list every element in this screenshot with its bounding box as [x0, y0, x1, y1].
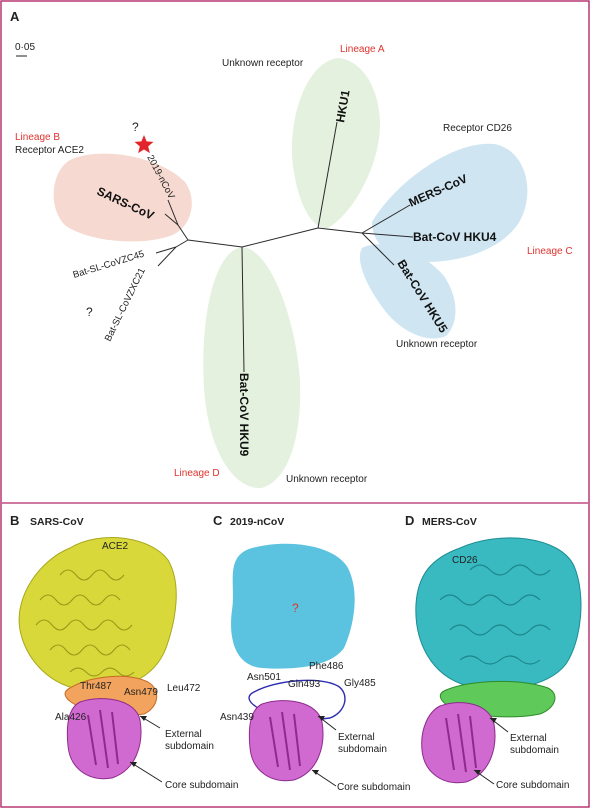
phe486-label: Phe486 [309, 661, 344, 672]
branch-backbone-left [187, 239, 243, 248]
ace2-label: ACE2 [102, 541, 129, 552]
ace2-structure [18, 537, 177, 691]
panel-c: C 2019-nCoV ? Phe486 Asn501 Gln493 Gly48… [213, 513, 410, 793]
unknown-receptor-shape [231, 543, 355, 669]
receptor-question-mark: ? [292, 601, 299, 615]
phylogenetic-tree [155, 121, 414, 373]
star-icon [134, 135, 154, 154]
asn439-label: Asn439 [220, 712, 254, 723]
external-subdomain-c [248, 679, 346, 720]
external-arrowhead-d [490, 718, 497, 723]
taxon-zxc21: Bat-SL-CoVZXC21 [103, 266, 148, 343]
asn501-label: Asn501 [247, 672, 281, 683]
question-mark-1: ? [132, 120, 139, 134]
external-arrowhead-b [140, 716, 147, 721]
branch-sars [164, 213, 179, 226]
gln493-label: Gln493 [288, 679, 321, 690]
panel-b-title: SARS-CoV [30, 516, 84, 528]
question-mark-2: ? [86, 305, 93, 319]
core-arrowhead-d [474, 770, 481, 775]
external-label-c-1: External [338, 732, 375, 743]
clade-b-blob [53, 153, 192, 242]
panel-d: D MERS-CoV CD26 External subdomain Core … [405, 513, 582, 791]
panel-b-letter: B [10, 513, 19, 528]
lineage-b-label: Lineage B [15, 132, 60, 143]
branch-sars-group [177, 224, 189, 241]
receptor-ace2-label: Receptor ACE2 [15, 145, 84, 156]
ace2-body [18, 537, 177, 691]
core-arrowhead-c [312, 770, 319, 775]
external-label-c-2: subdomain [338, 744, 387, 755]
panel-b: B SARS-CoV ACE2 Thr487 Asn479 Leu472 Ala… [10, 513, 238, 791]
branch-ncov [167, 199, 179, 226]
clade-a-blob [291, 58, 380, 229]
external-label-d-2: subdomain [510, 745, 559, 756]
branch-hku4 [361, 232, 414, 238]
unknown-receptor-d-label: Unknown receptor [286, 474, 368, 485]
ala426-label: Ala426 [55, 712, 87, 723]
taxon-hku9: Bat-CoV HKU9 [237, 373, 251, 457]
scale-label: 0·05 [15, 42, 35, 53]
core-subdomain-d [421, 702, 496, 784]
panel-d-letter: D [405, 513, 414, 528]
unknown-receptor-a-label: Unknown receptor [222, 58, 304, 69]
lineage-d-label: Lineage D [174, 468, 220, 479]
panel-c-title: 2019-nCoV [230, 516, 284, 528]
branch-zc45-group [175, 239, 189, 248]
clade-c2-blob [359, 244, 456, 339]
branch-mers [361, 204, 411, 234]
branch-zc45 [155, 246, 177, 254]
clade-d-blob [203, 247, 301, 489]
asn479-label: Asn479 [124, 687, 158, 698]
external-label-d-1: External [510, 733, 547, 744]
branch-zxc21 [157, 246, 177, 267]
unknown-receptor-c-label: Unknown receptor [396, 339, 478, 350]
panel-d-title: MERS-CoV [422, 516, 477, 528]
lineage-a-label: Lineage A [340, 44, 385, 55]
core-label-b: Core subdomain [165, 780, 238, 791]
external-arrowhead-c [318, 716, 325, 721]
taxon-hku1: HKU1 [333, 89, 353, 124]
branch-hku1 [317, 121, 338, 229]
panel-c-letter: C [213, 513, 223, 528]
core-arrow-b [129, 761, 163, 783]
core-label-d: Core subdomain [496, 780, 569, 791]
panel-a: A 0·05 ? ? Lineag [10, 9, 573, 489]
taxon-hku4: Bat-CoV HKU4 [413, 230, 497, 244]
receptor-cd26-label: Receptor CD26 [443, 123, 512, 134]
core-label-c: Core subdomain [337, 782, 410, 793]
branch-backbone-right [241, 227, 319, 248]
clade-c-blob [372, 143, 528, 262]
core-arrowhead-b [130, 762, 137, 767]
branch-backbone-c [317, 227, 363, 234]
external-label-b-2: subdomain [165, 741, 214, 752]
lineage-c-label: Lineage C [527, 246, 573, 257]
thr487-label: Thr487 [80, 681, 112, 692]
branch-hku9 [241, 246, 245, 373]
leu472-label: Leu472 [167, 683, 201, 694]
external-label-b-1: External [165, 729, 202, 740]
cd26-label: CD26 [452, 555, 478, 566]
panel-a-letter: A [10, 9, 20, 24]
gly485-label: Gly485 [344, 678, 376, 689]
branch-hku5 [361, 232, 395, 266]
cd26-structure [415, 537, 582, 690]
